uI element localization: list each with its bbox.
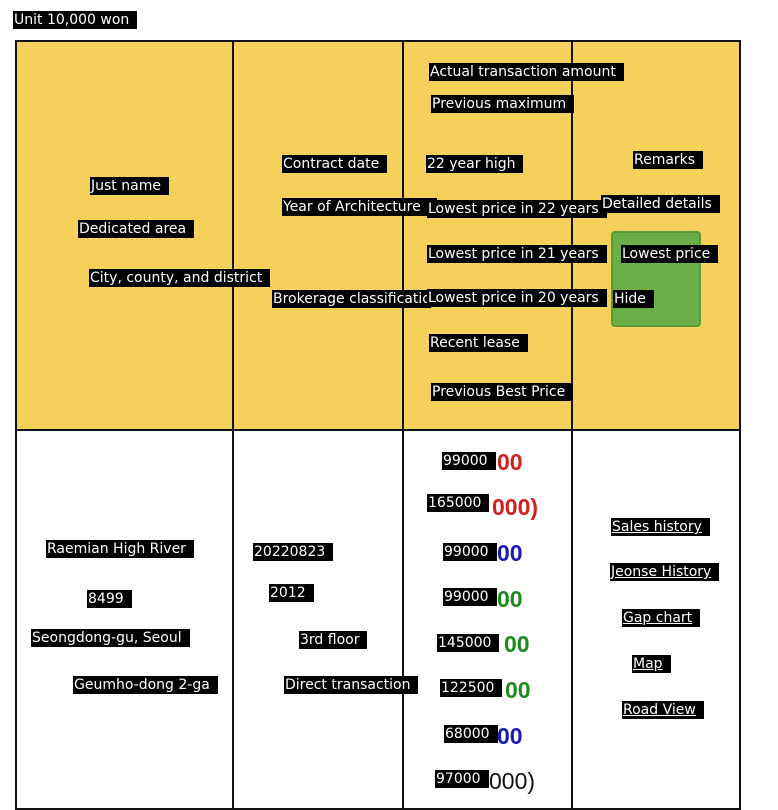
price-previous-max: 165000 (427, 494, 490, 512)
header-lowest-price: Lowest price (621, 245, 719, 263)
header-name: Just name (90, 177, 169, 195)
header-21-low: Lowest price in 21 years (427, 245, 607, 263)
header-recent-lease: Recent lease (429, 334, 528, 352)
price-20-low: 122500 (440, 679, 503, 697)
header-22-high: 22 year high (426, 155, 524, 173)
price-recent-lease: 68000 (444, 725, 498, 743)
price-22-low: 99000 (443, 588, 497, 606)
gap-chart-link[interactable]: Gap chart (622, 609, 701, 627)
price-tail: 000) (489, 768, 536, 794)
floor-value: 3rd floor (299, 631, 368, 649)
header-actual-amount: Actual transaction amount (429, 63, 624, 81)
price-tail: 00 (505, 677, 531, 703)
header-20-low: Lowest price in 20 years (427, 289, 607, 307)
price-actual: 99000 (442, 452, 496, 470)
hide-button-label[interactable]: Hide (613, 290, 654, 308)
brokerage-value: Direct transaction (284, 676, 419, 694)
divider (232, 42, 234, 808)
jeonse-history-link[interactable]: Jeonse History (610, 563, 720, 581)
dong-value: Geumho-dong 2-ga (73, 676, 218, 694)
price-tail: 00 (497, 723, 523, 749)
header-brokerage: Brokerage classification (272, 290, 431, 308)
header-area: Dedicated area (78, 220, 195, 238)
road-view-link[interactable]: Road View (622, 701, 704, 719)
city-value: Seongdong-gu, Seoul (31, 629, 190, 647)
price-tail: 00 (497, 540, 523, 566)
price-21-low: 145000 (437, 634, 500, 652)
map-link[interactable]: Map (632, 655, 671, 673)
divider (571, 42, 573, 808)
header-contract-date: Contract date (282, 155, 388, 173)
year-value: 2012 (269, 584, 314, 602)
price-22-high: 99000 (443, 543, 497, 561)
apartment-name: Raemian High River (46, 540, 194, 558)
header-city: City, county, and district (89, 269, 271, 287)
header-remarks: Remarks (633, 151, 704, 169)
unit-label: Unit 10,000 won (13, 11, 138, 29)
price-previous-best: 97000 (435, 770, 489, 788)
price-tail: 00 (497, 449, 523, 475)
header-previous-max: Previous maximum (431, 95, 575, 113)
price-tail: 000) (492, 494, 539, 520)
contract-date-value: 20220823 (253, 543, 334, 561)
header-previous-best: Previous Best Price (431, 383, 574, 401)
sales-history-link[interactable]: Sales history (611, 518, 710, 536)
divider (402, 42, 404, 808)
area-value: 8499 (87, 590, 132, 608)
header-year: Year of Architecture (282, 198, 437, 216)
price-tail: 00 (504, 631, 530, 657)
header-22-low: Lowest price in 22 years (427, 200, 607, 218)
header-details: Detailed details (601, 195, 720, 213)
price-tail: 00 (497, 586, 523, 612)
